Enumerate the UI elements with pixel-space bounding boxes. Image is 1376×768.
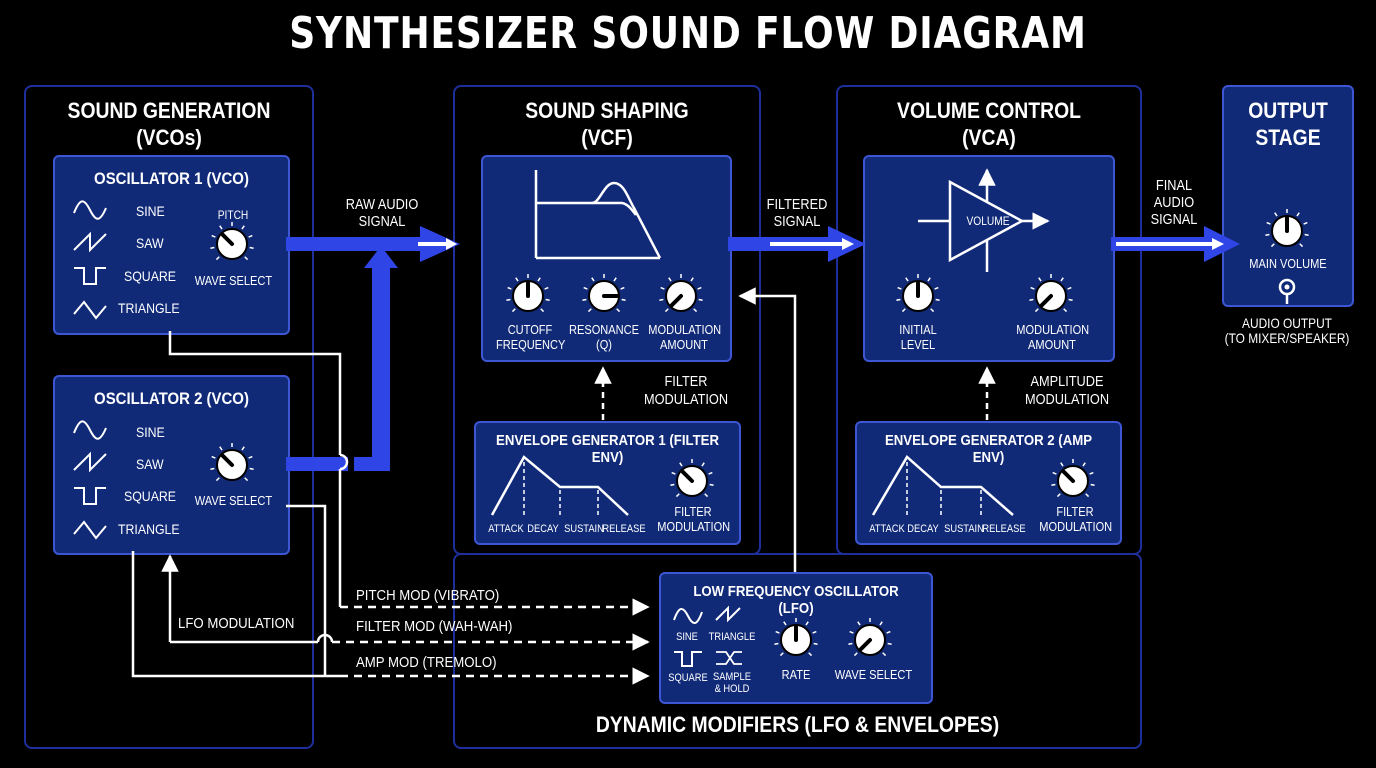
waveform-label-saw: SAW	[136, 456, 164, 472]
volume-label: VOLUME	[966, 214, 1010, 228]
waveform-label-saw: SAW	[136, 235, 164, 251]
resonance-label: RESONANCE (Q)	[568, 322, 639, 352]
env2-sustain-label: SUSTAIN	[944, 523, 984, 535]
main-volume-knob[interactable]	[1263, 207, 1311, 255]
section-title: VOLUME CONTROL	[897, 98, 1081, 123]
filter-modulation-flow-label: FILTER MODULATION	[643, 373, 729, 408]
osc2-wave-select-knob[interactable]	[208, 441, 256, 489]
vcf-modulation-amount-label: MODULATION AMOUNT	[648, 322, 722, 352]
env1-filter-modulation-knob[interactable]	[668, 457, 716, 505]
osc2-waveform-icons	[73, 420, 107, 540]
filtered-signal-label: FILTERED SIGNAL	[766, 196, 828, 230]
vca-modulation-amount-knob[interactable]	[1027, 272, 1075, 320]
amplitude-modulation-flow-label: AMPLITUDE MODULATION	[1024, 373, 1110, 408]
output-stage-panel: OUTPUT STAGE	[1222, 85, 1354, 307]
lfo-triangle-label: TRIANGLE	[708, 631, 756, 643]
waveform-label-square: SQUARE	[124, 268, 177, 284]
lfo-modulation-label: LFO MODULATION	[178, 615, 295, 632]
env1-release-label: RELEASE	[602, 523, 646, 535]
env2-filter-modulation-label: FILTER MODULATION	[1039, 504, 1113, 534]
pitch-label: PITCH	[217, 208, 249, 222]
env2-decay-label: DECAY	[907, 523, 939, 535]
lfo-sample-hold-label: SAMPLE & HOLD	[713, 671, 751, 695]
section-subtitle: STAGE	[1255, 125, 1321, 150]
lfo-title: LOW FREQUENCY OSCILLATOR (LFO)	[693, 583, 899, 617]
section-title: SOUND SHAPING	[525, 98, 689, 123]
oscillator-title: OSCILLATOR 2 (VCO)	[94, 389, 249, 408]
env1-filter-modulation-label: FILTER MODULATION	[657, 504, 731, 534]
section-title: OUTPUT	[1248, 98, 1328, 123]
page-title: SYNTHESIZER SOUND FLOW DIAGRAM	[289, 8, 1087, 59]
env1-decay-label: DECAY	[527, 523, 559, 535]
osc1-waveform-icons	[73, 200, 107, 320]
section-subtitle: (VCA)	[962, 125, 1016, 150]
lfo-wave-select-knob[interactable]	[846, 616, 894, 664]
pitch-mod-label: PITCH MOD (VIBRATO)	[356, 587, 500, 604]
env2-release-label: RELEASE	[982, 523, 1026, 535]
wave-select-label: WAVE SELECT	[194, 493, 273, 508]
section-dynamic-modifiers: DYNAMIC MODIFIERS (LFO & ENVELOPES)	[453, 553, 1142, 749]
audio-output-label: AUDIO OUTPUT (TO MIXER/SPEAKER)	[1224, 315, 1350, 346]
cutoff-frequency-label: CUTOFF FREQUENCY	[496, 322, 566, 352]
lfo-rate-knob[interactable]	[772, 616, 820, 664]
initial-level-knob[interactable]	[894, 272, 942, 320]
lfo-wave-select-label: WAVE SELECT	[834, 667, 913, 682]
oscillator-title: OSCILLATOR 1 (VCO)	[94, 169, 249, 188]
final-audio-signal-label: FINAL AUDIO SIGNAL	[1150, 177, 1198, 228]
waveform-label-square: SQUARE	[124, 488, 177, 504]
waveform-label-triangle: TRIANGLE	[118, 521, 180, 537]
main-volume-label: MAIN VOLUME	[1249, 256, 1327, 271]
section-title: DYNAMIC MODIFIERS (LFO & ENVELOPES)	[595, 712, 1000, 737]
lfo-square-label: SQUARE	[668, 672, 708, 684]
section-subtitle: (VCF)	[581, 125, 633, 150]
cutoff-frequency-knob[interactable]	[504, 272, 552, 320]
vca-modulation-amount-label: MODULATION AMOUNT	[1016, 322, 1090, 352]
audio-jack-icon	[1278, 278, 1296, 304]
resonance-knob[interactable]	[580, 272, 628, 320]
section-subtitle: (VCOs)	[136, 125, 202, 150]
env1-attack-label: ATTACK	[488, 523, 524, 535]
section-title: SOUND GENERATION	[67, 98, 271, 123]
wave-select-label: WAVE SELECT	[194, 273, 273, 288]
lfo-sine-label: SINE	[676, 631, 698, 643]
waveform-label-sine: SINE	[136, 424, 165, 440]
filter-mod-wah-label: FILTER MOD (WAH-WAH)	[356, 618, 513, 635]
vcf-modulation-amount-knob[interactable]	[657, 272, 705, 320]
env2-attack-label: ATTACK	[869, 523, 905, 535]
initial-level-label: INITIAL LEVEL	[899, 322, 937, 352]
env1-sustain-label: SUSTAIN	[564, 523, 604, 535]
waveform-label-sine: SINE	[136, 203, 165, 219]
amp-mod-tremolo-label: AMP MOD (TREMOLO)	[356, 654, 497, 671]
env2-filter-modulation-knob[interactable]	[1049, 457, 1097, 505]
waveform-label-triangle: TRIANGLE	[118, 300, 180, 316]
lfo-waveform-icons	[673, 605, 742, 667]
lfo-rate-label: RATE	[781, 667, 811, 682]
pitch-knob[interactable]	[208, 220, 256, 268]
raw-audio-signal-label: RAW AUDIO SIGNAL	[345, 196, 419, 230]
section-sound-shaping: SOUND SHAPING (VCF)	[453, 85, 761, 555]
